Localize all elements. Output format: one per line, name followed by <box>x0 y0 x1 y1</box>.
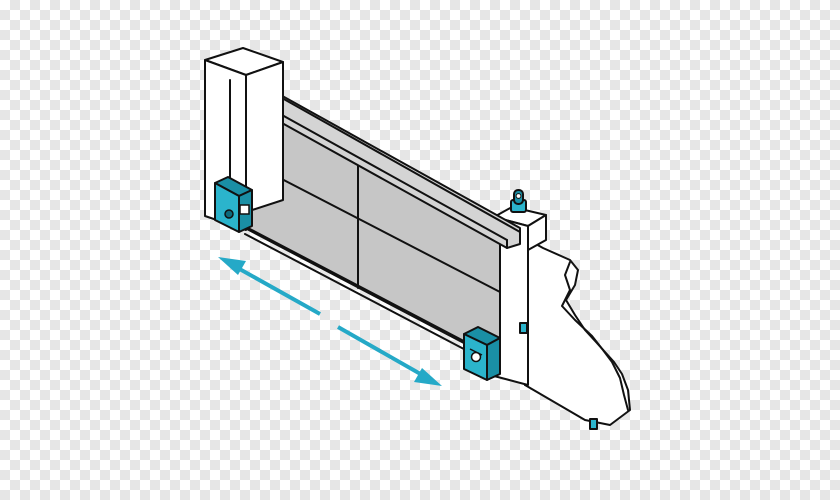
arrow-left-head <box>218 257 246 275</box>
key-lock-icon <box>510 189 527 213</box>
arrow-left-segment <box>235 265 321 316</box>
left-motor <box>214 176 253 233</box>
arrow-right-head <box>414 368 442 386</box>
ground-stop <box>589 418 598 430</box>
double-headed-arrow <box>218 257 442 386</box>
arrow-right-segment <box>337 325 425 378</box>
gate-midrail <box>244 159 501 293</box>
gate-bottom-track <box>244 227 501 363</box>
post-sensor <box>519 322 528 334</box>
right-motor <box>463 326 501 381</box>
right-wall <box>524 237 631 426</box>
